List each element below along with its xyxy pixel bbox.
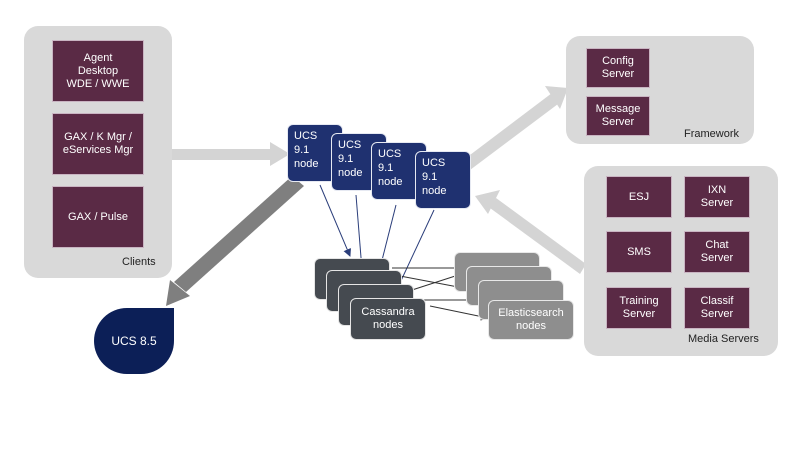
classif-server-box[interactable]: Classif Server	[684, 287, 750, 329]
elasticsearch-nodes[interactable]: Elasticsearch nodes	[488, 300, 574, 340]
knowledge-mgt-arrow	[166, 176, 304, 306]
clients-label: Clients	[122, 256, 156, 268]
gax-kmgr-box[interactable]: GAX / K Mgr / eServices Mgr	[52, 113, 144, 175]
ucs-85-node[interactable]: UCS 8.5	[94, 308, 174, 374]
agent-desktop-box[interactable]: Agent Desktop WDE / WWE	[52, 40, 144, 102]
clients-to-ucs-arrow	[172, 142, 290, 166]
gax-pulse-box[interactable]: GAX / Pulse	[52, 186, 144, 248]
training-server-box[interactable]: Training Server	[606, 287, 672, 329]
knowledge-mgt-label: Knowledge Mgt	[198, 192, 253, 252]
sms-box[interactable]: SMS	[606, 231, 672, 273]
ucs-node-4[interactable]: UCS 9.1 node	[415, 151, 471, 209]
ucs-to-framework-arrow	[466, 86, 568, 170]
esj-box[interactable]: ESJ	[606, 176, 672, 218]
framework-label: Framework	[684, 128, 740, 140]
media-servers-label: Media Servers	[688, 333, 759, 345]
ixn-server-box[interactable]: IXN Server	[684, 176, 750, 218]
cassandra-nodes[interactable]: Cassandra nodes	[350, 298, 426, 340]
chat-server-box[interactable]: Chat Server	[684, 231, 750, 273]
message-server-box[interactable]: Message Server	[586, 96, 650, 136]
config-server-box[interactable]: Config Server	[586, 48, 650, 88]
